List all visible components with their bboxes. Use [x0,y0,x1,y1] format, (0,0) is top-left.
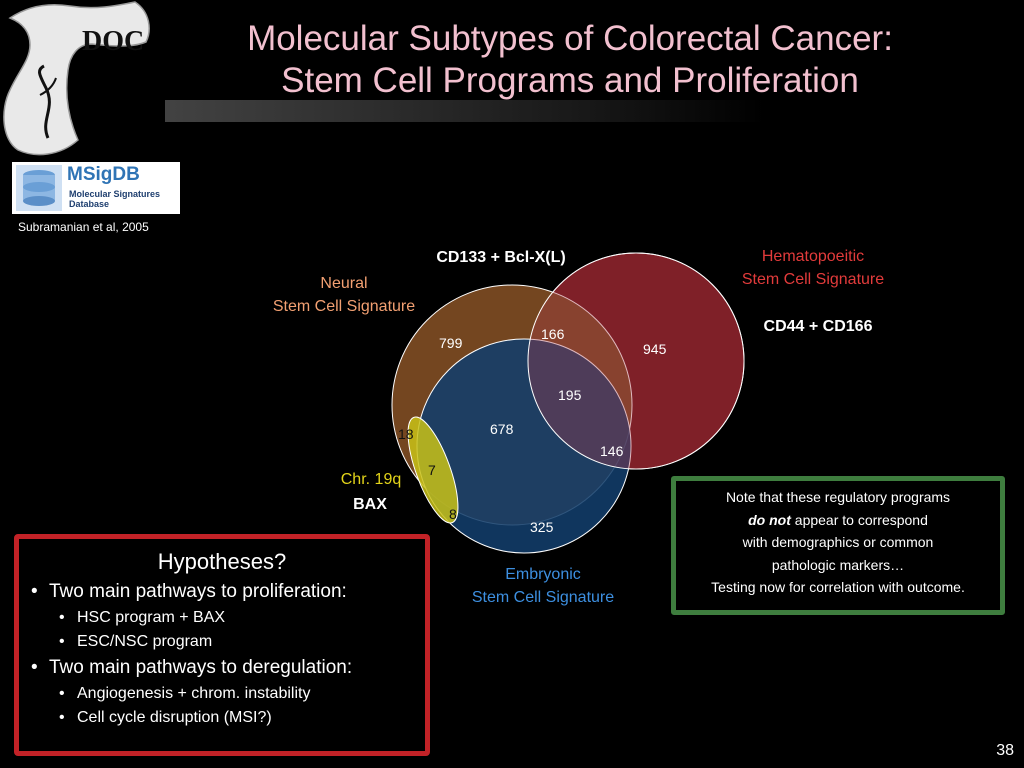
note-line-4: pathologic markers… [771,556,905,573]
neural-label-line-1: Neural [320,275,368,292]
neural-label: Neural Stem Cell Signature [246,272,442,318]
msigdb-subtitle-line-1: Molecular Signatures [69,189,161,199]
embryonic-label-line-2: Stem Cell Signature [471,589,615,606]
count-chr-embryonic: 8 [449,506,457,522]
hypothesis-item-2: •Two main pathways to deregulation: [31,657,353,678]
msigdb-logo: MSigDB Molecular Signatures Database [12,162,180,214]
msigdb-subtitle-line-2: Database [69,199,110,209]
msigdb-subtitle: Molecular Signatures Database [69,189,179,209]
chr19q-label: Chr. 19q [340,471,402,488]
hypotheses-box: Hypotheses? •Two main pathways to prolif… [14,534,430,756]
hypothesis-subitem-2-2-text: Cell cycle disruption (MSI?) [77,709,272,726]
neural-label-line-2: Stem Cell Signature [272,298,416,315]
hypothesis-item-1: •Two main pathways to proliferation: [31,581,347,602]
note-line-3: with demographics or common [742,534,934,550]
hypothesis-subitem-1-2: •ESC/NSC program [59,633,213,650]
hypothesis-subitem-1-1-text: HSC program + BAX [77,609,226,626]
logo-letters: DOC [82,26,144,57]
note-line-1: Note that these regulatory programs [725,489,951,505]
hypothesis-subitem-2-1-text: Angiogenesis + chrom. instability [77,685,311,702]
hypothesis-item-2-text: Two main pathways to deregulation: [49,657,353,678]
count-neural-hema: 166 [541,326,565,342]
count-embryonic-only: 325 [530,519,554,535]
neural-hema-overlap [527,252,745,470]
msigdb-name: MSigDB [67,164,140,185]
title-line-2: Stem Cell Programs and Proliferation [281,61,859,100]
embryonic-label: Embryonic Stem Cell Signature [446,563,640,609]
note-emphasis: do not [748,511,791,528]
chr19q-bax-ellipse [407,416,459,524]
count-chr-neural: 18 [398,426,414,442]
cd44-label: CD44 + CD166 [763,318,873,335]
title-underline-bar [165,100,765,122]
page-title: Molecular Subtypes of Colorectal Cancer:… [180,18,960,102]
count-chr-neural-embryonic: 7 [428,462,436,478]
cd133-label: CD133 + Bcl-X(L) [436,249,566,266]
bax-label: BAX [353,496,387,513]
hypothesis-item-1-text: Two main pathways to proliferation: [49,581,347,602]
hematopoietic-label: Hematopoeitic Stem Cell Signature [718,245,908,291]
hypothesis-subitem-2-1: •Angiogenesis + chrom. instability [59,685,311,702]
hypothesis-subitem-1-2-text: ESC/NSC program [77,633,213,650]
doc-logo: DOC [0,0,160,160]
count-hema-embryonic: 146 [600,443,624,459]
note-line-2: do not appear to correspond [676,509,1000,532]
count-all-three: 195 [558,387,582,403]
citation: Subramanian et al, 2005 [18,220,149,234]
database-icon [16,165,62,211]
note-box: Note that these regulatory programs do n… [671,476,1005,615]
count-neural-embryonic: 678 [490,421,514,437]
hematopoietic-label-line-2: Stem Cell Signature [741,271,885,288]
hypothesis-subitem-2-2: •Cell cycle disruption (MSI?) [59,709,272,726]
hypothesis-subitem-1-1: •HSC program + BAX [59,609,226,626]
hypotheses-title: Hypotheses? [157,549,287,574]
count-neural-only: 799 [439,335,463,351]
title-line-1: Molecular Subtypes of Colorectal Cancer: [247,19,893,58]
hematopoietic-label-line-1: Hematopoeitic [761,248,865,265]
slide-number: 38 [996,742,1014,759]
note-line-5: Testing now for correlation with outcome… [711,579,965,595]
count-hema-only: 945 [643,341,667,357]
note-line-2-rest: appear to correspond [790,511,928,528]
embryonic-label-line-1: Embryonic [505,566,581,583]
